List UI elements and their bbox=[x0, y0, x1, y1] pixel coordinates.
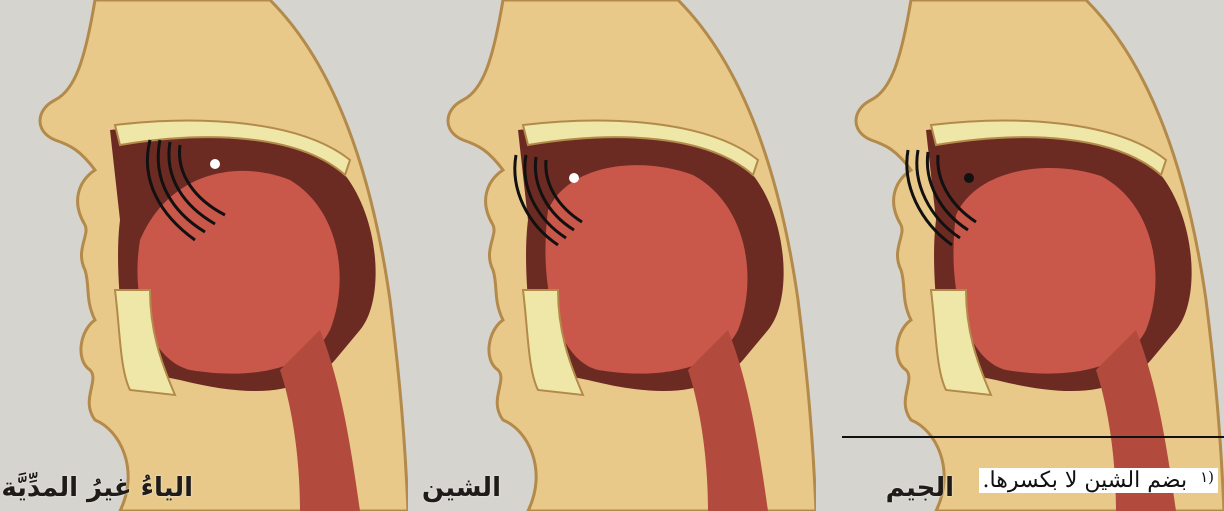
panel-caption: الياءُ غيرُ المدِّيَّة bbox=[1, 473, 193, 503]
contact-point bbox=[210, 159, 220, 169]
footnote-marker: (١ bbox=[1200, 468, 1214, 486]
vocal-tract-illustration bbox=[408, 0, 816, 511]
panel-caption: الشين bbox=[422, 473, 501, 503]
contact-point bbox=[569, 173, 579, 183]
vocal-tract-illustration bbox=[0, 0, 408, 511]
diagram-panel-jim: الجيم bbox=[816, 0, 1224, 511]
diagram-panel-shin: الشين bbox=[408, 0, 816, 511]
footnote: (١ بضم الشين لا بكسرها. bbox=[979, 468, 1218, 493]
contact-point bbox=[964, 173, 974, 183]
footnote-text: بضم الشين لا بكسرها. bbox=[983, 468, 1188, 493]
panel-caption: الجيم bbox=[886, 473, 954, 503]
diagram-panel-ya: الياءُ غيرُ المدِّيَّة bbox=[0, 0, 408, 511]
footnote-separator bbox=[842, 436, 1224, 438]
vocal-tract-illustration bbox=[816, 0, 1224, 511]
